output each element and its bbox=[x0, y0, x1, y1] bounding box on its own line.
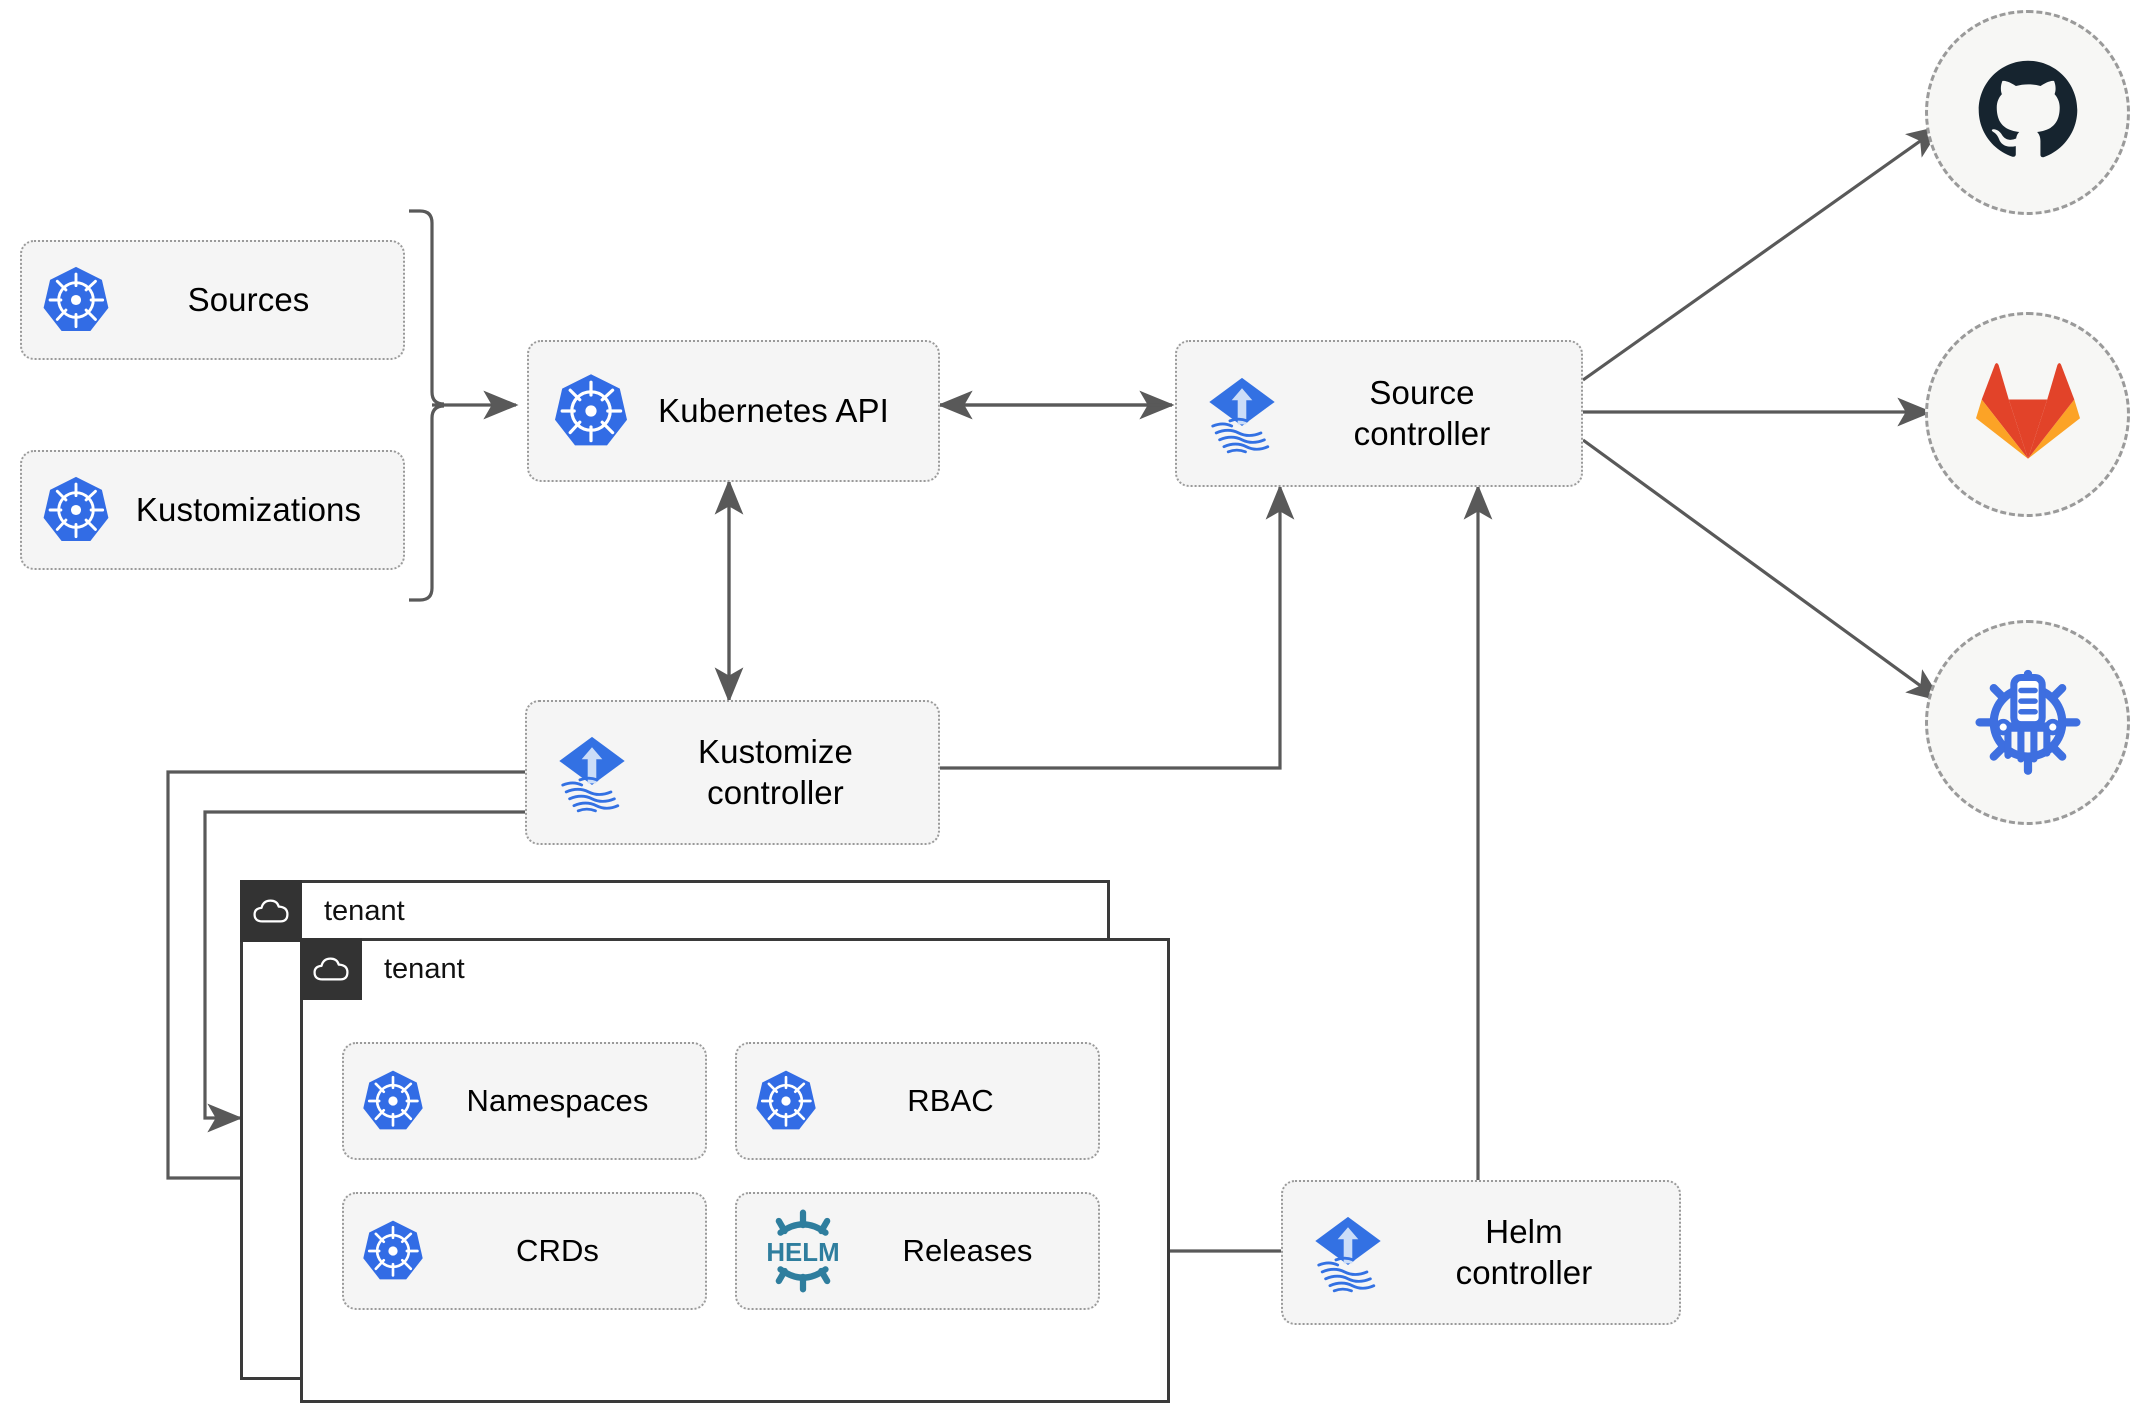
tenant-resource-releases[interactable]: HELM Releases bbox=[735, 1192, 1100, 1310]
cloud-icon bbox=[240, 880, 302, 942]
tenant-resource-crds[interactable]: CRDs bbox=[342, 1192, 707, 1310]
tenant-resource-label-releases: Releases bbox=[902, 1233, 1033, 1269]
tenant-label-front: tenant bbox=[384, 952, 465, 985]
tenant-resource-label-rbac: RBAC bbox=[907, 1083, 994, 1119]
resource-box-sources[interactable]: Sources bbox=[20, 240, 405, 360]
kubernetes-icon bbox=[360, 1218, 426, 1284]
helm-wordmark: HELM bbox=[766, 1239, 839, 1267]
kubernetes-icon bbox=[40, 474, 112, 546]
helm-repository-icon bbox=[1969, 661, 2087, 784]
resource-box-kustomizations[interactable]: Kustomizations bbox=[20, 450, 405, 570]
node-kustomize-controller[interactable]: Kustomize controller bbox=[525, 700, 940, 845]
flux-icon bbox=[1305, 1210, 1391, 1296]
node-helm-controller[interactable]: Helm controller bbox=[1281, 1180, 1681, 1325]
tenant-resource-label-crds: CRDs bbox=[515, 1233, 600, 1269]
kubernetes-icon bbox=[40, 264, 112, 336]
helm-icon: HELM bbox=[753, 1209, 853, 1293]
tenant-resource-rbac[interactable]: RBAC bbox=[735, 1042, 1100, 1160]
tenant-resource-namespaces[interactable]: Namespaces bbox=[342, 1042, 707, 1160]
tenant-resource-label-namespaces: Namespaces bbox=[466, 1083, 649, 1119]
flux-icon bbox=[549, 730, 635, 816]
external-source-helm-repository[interactable] bbox=[1925, 620, 2130, 825]
node-label-source-controller: Source controller bbox=[1353, 374, 1491, 452]
flux-icon bbox=[1199, 371, 1285, 457]
tenant-header-back: tenant bbox=[240, 880, 405, 942]
resource-label-kustomizations: Kustomizations bbox=[135, 490, 362, 528]
kubernetes-icon bbox=[551, 371, 631, 451]
node-kubernetes-api[interactable]: Kubernetes API bbox=[527, 340, 940, 482]
node-source-controller[interactable]: Source controller bbox=[1175, 340, 1583, 487]
tenant-header-front: tenant bbox=[300, 938, 465, 1000]
cloud-icon bbox=[300, 938, 362, 1000]
resource-label-sources: Sources bbox=[187, 280, 310, 318]
gitlab-icon bbox=[1975, 362, 2080, 467]
github-icon bbox=[1972, 54, 2084, 171]
node-label-kubernetes-api: Kubernetes API bbox=[658, 391, 889, 429]
kubernetes-icon bbox=[753, 1068, 819, 1134]
node-label-kustomize-controller: Kustomize controller bbox=[698, 733, 853, 811]
node-label-helm-controller: Helm controller bbox=[1455, 1213, 1593, 1291]
tenant-label-back: tenant bbox=[324, 894, 405, 927]
external-source-github[interactable] bbox=[1925, 10, 2130, 215]
tenant-frame-front[interactable]: tenant bbox=[300, 938, 1170, 1403]
external-source-gitlab[interactable] bbox=[1925, 312, 2130, 517]
kubernetes-icon bbox=[360, 1068, 426, 1134]
